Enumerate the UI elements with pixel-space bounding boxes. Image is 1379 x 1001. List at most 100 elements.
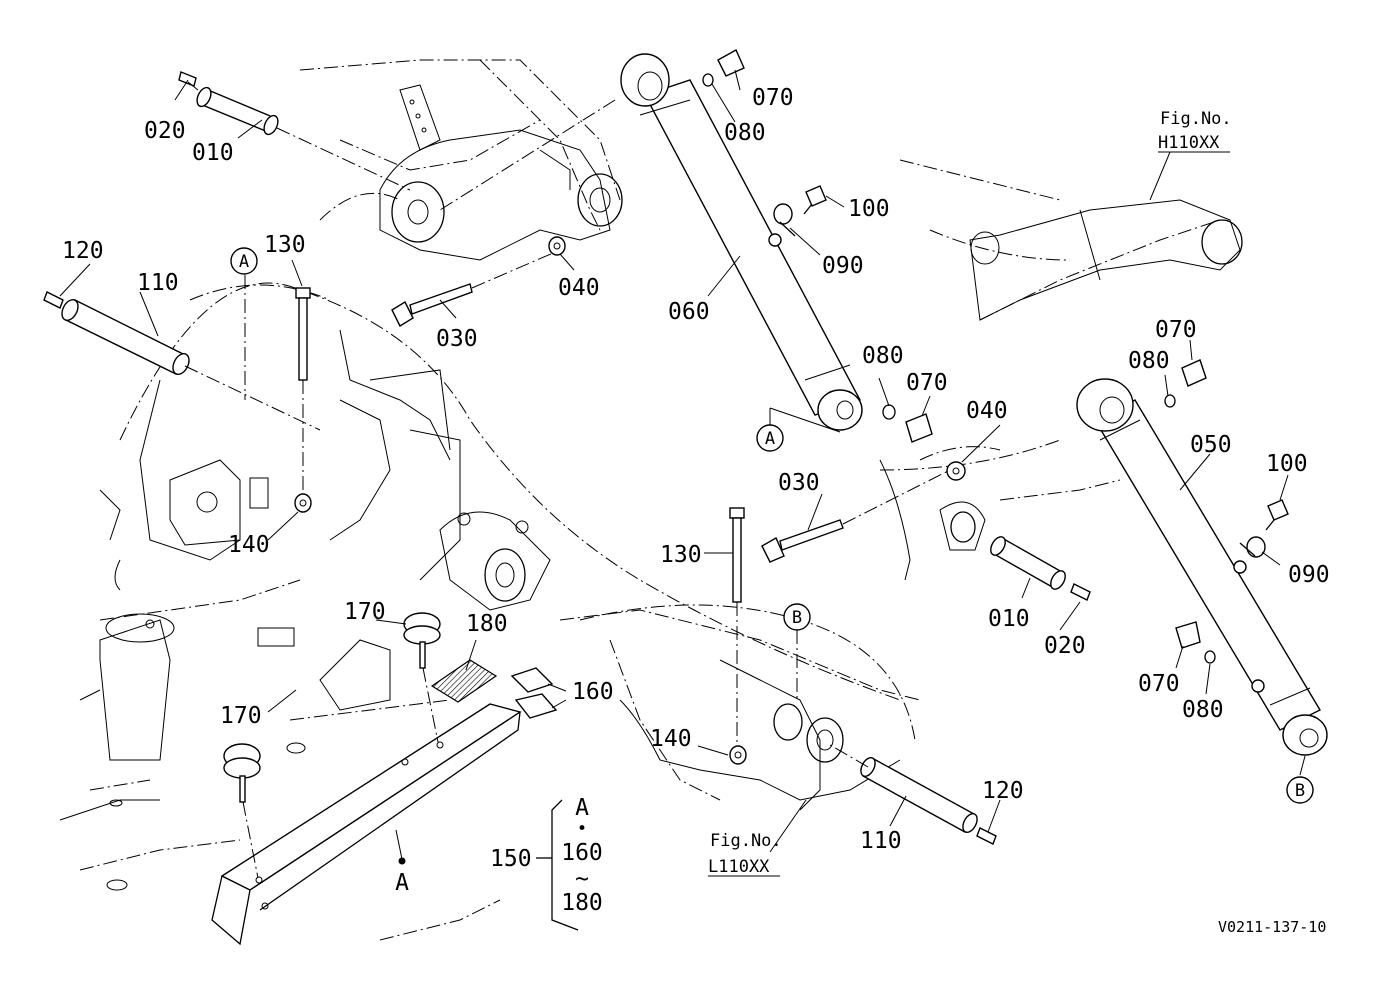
right-upper-arm [969, 199, 1243, 321]
label-160: 160 [572, 679, 614, 705]
bolt-030-b [761, 469, 951, 563]
fig-ref-lower-code: L110XX [708, 857, 770, 877]
pin-010-b [990, 536, 1066, 590]
label-010-b: 010 [988, 606, 1030, 632]
step-plate-150 [211, 703, 522, 946]
label-070-b: 070 [906, 370, 948, 396]
lower-right-frame [619, 459, 986, 811]
label-040-b: 040 [966, 398, 1008, 424]
fig-ref-lower-caption: Fig.No. [710, 831, 782, 851]
label-040-a: 040 [558, 275, 600, 301]
label-010-a: 010 [192, 140, 234, 166]
fig-underlines [708, 151, 1230, 877]
label-090-b: 090 [1288, 562, 1330, 588]
label-080-b: 080 [862, 343, 904, 369]
tread-180 [430, 659, 498, 703]
pin-110-b [829, 744, 978, 833]
label-030-a: 030 [436, 326, 478, 352]
drawing-code: V0211-137-10 [1218, 918, 1326, 936]
label-110-a: 110 [137, 270, 179, 296]
label-130-b: 130 [660, 542, 702, 568]
kit-line-a: A [575, 795, 589, 821]
pad-160 [510, 667, 558, 719]
nut-140-b [729, 745, 747, 765]
fitting-070-a [717, 49, 745, 77]
label-080-d: 080 [1182, 697, 1224, 723]
svg-text:B: B [1295, 781, 1305, 801]
label-100-a: 100 [848, 196, 890, 222]
label-060: 060 [668, 299, 710, 325]
frame-outline [79, 59, 1221, 941]
label-070-d: 070 [1138, 671, 1180, 697]
fitting-070-b [905, 413, 933, 443]
kit-bullet: • [577, 819, 587, 839]
label-140-b: 140 [650, 726, 692, 752]
label-110-b: 110 [860, 828, 902, 854]
cylinder-060 [439, 53, 863, 431]
fitting-070-d [1175, 621, 1201, 649]
kit-line-160: 160 [561, 840, 603, 866]
label-150: 150 [490, 846, 532, 872]
kit-bullet-dot [398, 857, 406, 865]
kit-tilde: ~ [575, 866, 589, 892]
fig-ref-lower: Fig.No. L110XX [708, 831, 782, 877]
oring-080-b [882, 404, 896, 420]
label-130-a: 130 [264, 232, 306, 258]
kit-bracket-150 [536, 799, 579, 931]
nut-040-a [548, 236, 566, 256]
bolt-130-a [295, 287, 311, 495]
left-frame-detail [59, 329, 551, 891]
fig-ref-upper-code: H110XX [1158, 133, 1220, 153]
clamp-090-a [773, 203, 796, 237]
oring-080-c [1164, 394, 1176, 408]
label-170-b: 170 [220, 703, 262, 729]
label-100-b: 100 [1266, 451, 1308, 477]
label-140-a: 140 [228, 532, 270, 558]
leader-lines [59, 69, 1306, 865]
label-080-a: 080 [724, 120, 766, 146]
knob-170-b [403, 612, 441, 743]
ref-marker-a-2: A [756, 424, 784, 452]
bolt-100-a [803, 185, 827, 215]
oring-080-a [702, 73, 714, 87]
nipple-020-a [178, 71, 199, 91]
label-080-c: 080 [1128, 348, 1170, 374]
nipple-020-b [1070, 583, 1091, 601]
ref-marker-b-1: B [783, 603, 811, 631]
nut-140-a [294, 493, 312, 513]
pin-010-a [196, 86, 411, 191]
label-170-a: 170 [344, 599, 386, 625]
ref-marker-b-2: B [1286, 776, 1314, 804]
svg-text:A: A [765, 429, 775, 449]
cylinder-050 [1076, 378, 1328, 756]
upper-bracket [379, 84, 623, 261]
label-030-b: 030 [778, 470, 820, 496]
ref-label-a-step: A [395, 870, 409, 896]
fig-ref-upper-caption: Fig.No. [1160, 109, 1232, 129]
label-070-c: 070 [1155, 317, 1197, 343]
fig-ref-upper: Fig.No. H110XX [1158, 109, 1232, 153]
nipple-120-a [43, 291, 64, 309]
ref-marker-a-1: A [230, 247, 258, 275]
svg-text:A: A [239, 252, 249, 272]
bolt-100-b [1265, 499, 1289, 531]
clamp-090-b [1239, 536, 1266, 558]
label-120-a: 120 [62, 238, 104, 264]
kit-group-text: A • 160 ~ 180 [561, 795, 603, 916]
nut-040-b [946, 461, 966, 481]
label-050: 050 [1190, 432, 1232, 458]
label-020-b: 020 [1044, 633, 1086, 659]
label-180: 180 [466, 611, 508, 637]
part-labels: 020 010 120 110 130 030 040 140 070 080 … [62, 85, 1330, 872]
nipple-120-b [976, 827, 997, 845]
label-090-a: 090 [822, 253, 864, 279]
label-070-a: 070 [752, 85, 794, 111]
knob-170-a [223, 743, 261, 879]
pin-110-a [61, 298, 321, 431]
oring-080-d [1204, 650, 1216, 664]
svg-text:B: B [792, 608, 802, 628]
kit-line-180: 180 [561, 890, 603, 916]
label-120-b: 120 [982, 778, 1024, 804]
label-020-a: 020 [144, 118, 186, 144]
